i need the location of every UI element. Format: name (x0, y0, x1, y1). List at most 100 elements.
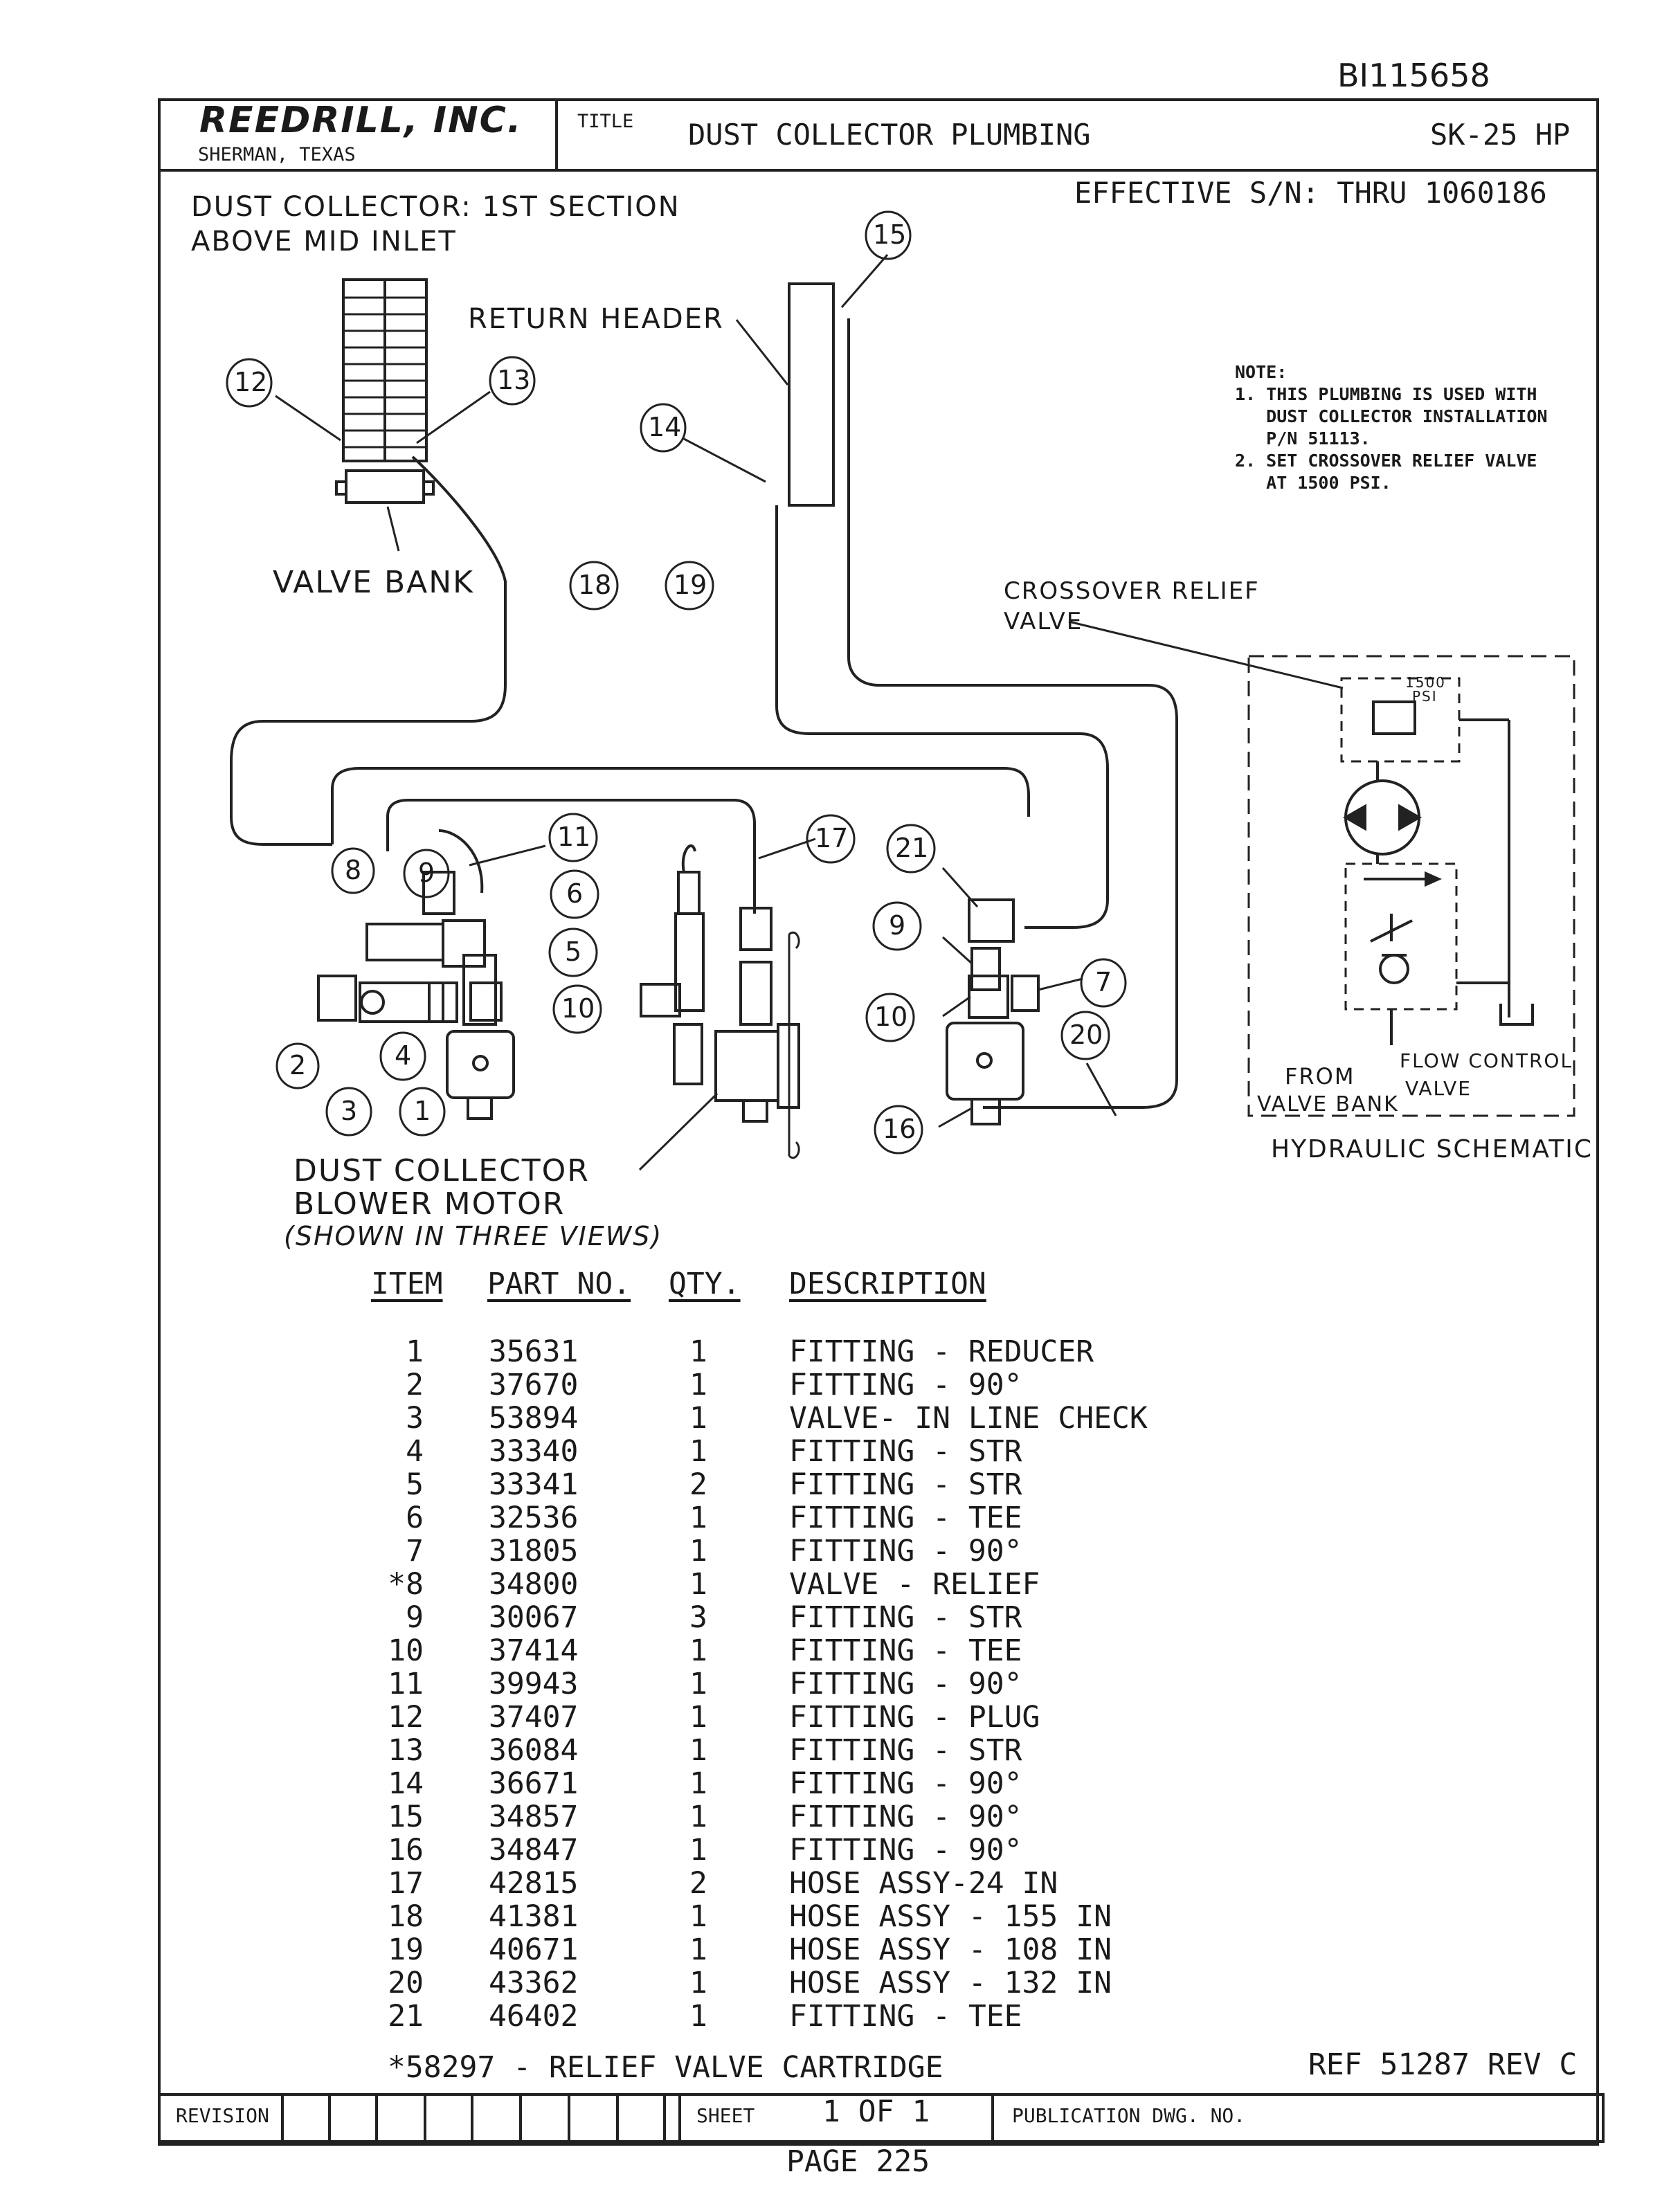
effective-serial: EFFECTIVE S/N: THRU 1060186 (1074, 176, 1547, 210)
callout-9b (872, 901, 922, 951)
cell-part-no: 34857 (489, 1800, 579, 1834)
cell-qty: 1 (689, 1634, 707, 1668)
crossover-relief-label-2: VALVE (1004, 608, 1083, 635)
left-assembly (317, 829, 515, 1120)
callout-4-label: 4 (395, 1040, 412, 1071)
callout-9a-label: 9 (418, 858, 435, 888)
cell-part-no: 43362 (489, 1966, 579, 2000)
cell-item: 7 (406, 1534, 424, 1568)
sheet-divider (678, 2093, 681, 2143)
cell-qty: 1 (689, 1401, 707, 1436)
cell-item: 15 (388, 1800, 424, 1834)
cell-item: 1 (406, 1334, 424, 1369)
callout-2 (276, 1042, 320, 1089)
dust-collector-label-1: DUST COLLECTOR: 1ST SECTION (191, 191, 680, 223)
callout-21 (886, 824, 936, 874)
crossover-relief-label-1: CROSSOVER RELIEF (1004, 577, 1260, 605)
callout-9b-label: 9 (889, 910, 906, 941)
callout-18-label: 18 (578, 570, 612, 600)
callout-8 (331, 847, 375, 894)
cell-part-no: 34847 (489, 1833, 579, 1867)
cell-qty: 1 (689, 1567, 707, 1602)
cell-description: VALVE - RELIEF (789, 1567, 1040, 1602)
cell-qty: 1 (689, 1434, 707, 1469)
cell-qty: 1 (689, 1733, 707, 1768)
company-name: REEDRILL, INC. (199, 100, 523, 141)
dust-collector-label-2: ABOVE MID INLET (191, 226, 457, 257)
cell-description: HOSE ASSY - 132 IN (789, 1966, 1112, 2000)
revision-cell (375, 2093, 378, 2143)
hose-17a (331, 767, 1030, 844)
cell-part-no: 33341 (489, 1467, 579, 1502)
note-block: NOTE: 1. THIS PLUMBING IS USED WITH DUST… (1235, 361, 1548, 494)
callout-6-label: 6 (566, 878, 584, 909)
blower-motor-label-1: DUST COLLECTOR (293, 1153, 590, 1188)
callout-16-label: 16 (883, 1114, 916, 1144)
cell-description: FITTING - STR (789, 1600, 1022, 1635)
cell-description: HOSE ASSY - 108 IN (789, 1933, 1112, 1967)
cell-item: 16 (388, 1833, 424, 1867)
header-item: ITEM (371, 1267, 443, 1301)
sheet-value: 1 OF 1 (822, 2094, 930, 2129)
callout-1-label: 1 (414, 1096, 431, 1126)
cell-part-no: 36671 (489, 1766, 579, 1801)
cell-qty: 2 (689, 1467, 707, 1502)
publication-label: PUBLICATION DWG. NO. (1012, 2104, 1246, 2127)
callout-11 (548, 813, 598, 862)
callout-21-label: 21 (895, 833, 929, 863)
cell-description: FITTING - TEE (789, 1634, 1022, 1668)
sheet-label: SHEET (696, 2104, 755, 2127)
hose-18 (230, 455, 507, 846)
right-assembly (946, 898, 1040, 1125)
cell-item: 12 (388, 1700, 424, 1735)
revision-cell (616, 2093, 619, 2143)
cell-item: 13 (388, 1733, 424, 1768)
callout-8-label: 8 (345, 855, 362, 885)
callout-1 (399, 1087, 446, 1137)
cell-part-no: 42815 (489, 1866, 579, 1901)
cell-item: *8 (388, 1567, 424, 1602)
callout-13-label: 13 (497, 365, 531, 395)
callout-3 (325, 1087, 372, 1137)
note-line: 1. THIS PLUMBING IS USED WITH (1235, 384, 1537, 404)
return-header (788, 282, 835, 507)
psi-label-2: PSI (1412, 688, 1438, 705)
page-number: PAGE 225 (786, 2144, 930, 2179)
cell-item: 20 (388, 1966, 424, 2000)
callout-9a (403, 849, 450, 898)
cell-qty: 1 (689, 1501, 707, 1535)
cell-item: 11 (388, 1667, 424, 1701)
revision-label: REVISION (176, 2104, 269, 2127)
flow-control-label-2: VALVE (1405, 1077, 1472, 1100)
cell-item: 3 (406, 1401, 424, 1436)
callout-10b (865, 993, 915, 1042)
cell-part-no: 40671 (489, 1933, 579, 1967)
callout-10a (552, 984, 602, 1034)
cell-description: FITTING - 90° (789, 1766, 1022, 1801)
cell-description: FITTING - 90° (789, 1368, 1022, 1402)
note-line: AT 1500 PSI. (1235, 473, 1391, 493)
cell-item: 9 (406, 1600, 424, 1635)
cell-description: FITTING - TEE (789, 1999, 1022, 2034)
hose-15-return (847, 318, 1178, 1109)
callout-12-label: 12 (234, 367, 268, 397)
cell-description: HOSE ASSY-24 IN (789, 1866, 1058, 1901)
cell-qty: 1 (689, 1833, 707, 1867)
header-qty: QTY. (669, 1267, 741, 1301)
cell-item: 19 (388, 1933, 424, 1967)
cell-description: FITTING - 90° (789, 1800, 1022, 1834)
cell-part-no: 37670 (489, 1368, 579, 1402)
cell-description: FITTING - 90° (789, 1833, 1022, 1867)
callout-18 (569, 561, 619, 610)
revision-cell (663, 2093, 666, 2143)
cell-part-no: 34800 (489, 1567, 579, 1602)
cell-part-no: 30067 (489, 1600, 579, 1635)
callout-5-label: 5 (565, 936, 582, 967)
callout-14 (640, 403, 687, 453)
callout-15-label: 15 (873, 219, 907, 250)
revision-cell (281, 2093, 284, 2143)
blower-motor-label-3: (SHOWN IN THREE VIEWS) (284, 1221, 663, 1251)
cell-description: FITTING - PLUG (789, 1700, 1040, 1735)
